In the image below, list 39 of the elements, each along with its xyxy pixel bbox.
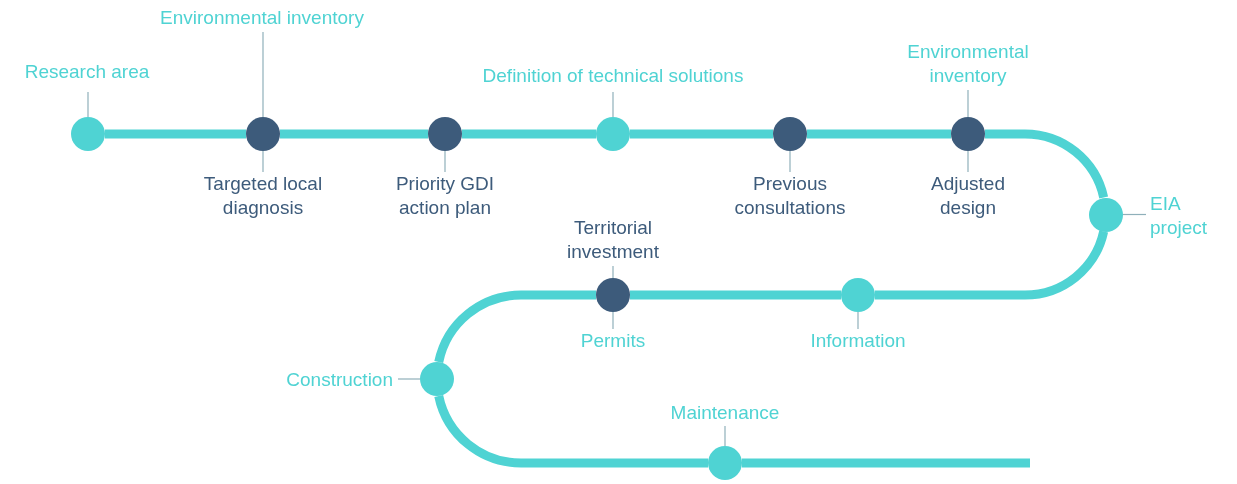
milestone-label: Environmental inventory <box>883 40 1053 88</box>
milestone-label: Adjusted design <box>908 172 1028 220</box>
timeline-track <box>280 129 428 139</box>
timeline-track <box>105 129 246 139</box>
timeline-track <box>630 129 773 139</box>
milestone-label: Permits <box>553 329 673 353</box>
milestone-label: Targeted local diagnosis <box>178 172 348 220</box>
timeline-track <box>875 230 1108 300</box>
leader-line <box>612 265 614 279</box>
milestone-label: Information <box>778 329 938 353</box>
leader-line <box>967 150 969 173</box>
leader-line <box>444 150 446 173</box>
milestone-label: Definition of technical solutions <box>423 64 803 88</box>
timeline-track <box>434 394 708 468</box>
milestone-label: Priority GDI action plan <box>375 172 515 220</box>
timeline-track <box>630 290 841 300</box>
milestone-label: Maintenance <box>625 401 825 425</box>
milestone-label: Research area <box>7 60 167 84</box>
leader-line <box>724 425 726 447</box>
milestone-label: Construction <box>233 368 393 392</box>
leader-line <box>612 311 614 330</box>
leader-line <box>1121 213 1147 216</box>
timeline-track <box>434 290 596 364</box>
timeline-track <box>742 458 1030 468</box>
leader-line <box>612 91 614 118</box>
timeline-track <box>807 129 951 139</box>
leader-line <box>967 89 969 118</box>
milestone-label: Previous consultations <box>710 172 870 220</box>
leader-line <box>857 311 859 330</box>
timeline-track <box>462 129 596 139</box>
milestone-label: Environmental inventory <box>122 6 402 30</box>
leader-line <box>87 91 89 118</box>
leader-line <box>262 150 264 173</box>
milestone-label: EIA project <box>1150 192 1230 240</box>
leader-line <box>397 378 421 380</box>
leader-line <box>262 31 264 118</box>
timeline-track <box>985 129 1108 199</box>
leader-line <box>789 150 791 173</box>
milestone-label: Territorial investment <box>543 216 683 264</box>
